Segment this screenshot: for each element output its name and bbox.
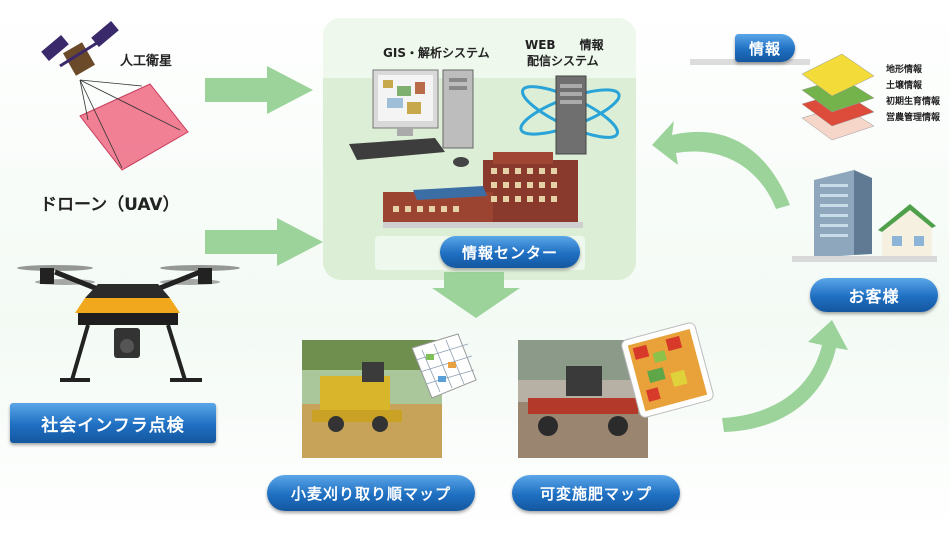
fertilizer-photo xyxy=(518,322,714,458)
arrow-center-down xyxy=(432,272,520,318)
arrow-satellite-to-center xyxy=(205,66,313,114)
web-server-image xyxy=(519,75,621,155)
web-system-label-line2: 配信システム xyxy=(527,54,599,68)
layer-label-2: 初期生育情報 xyxy=(886,97,941,107)
gis-system-label: GIS・解析システム xyxy=(383,46,490,60)
variable-fertilizer-map-badge: 可変施肥マップ xyxy=(512,475,680,511)
web-system-label-line1: WEB 情報 xyxy=(525,38,604,52)
satellite-image xyxy=(41,21,189,171)
info-center-building-image xyxy=(383,152,583,228)
info-badge: 情報 xyxy=(735,34,795,62)
layer-label-3: 営農管理情報 xyxy=(886,113,941,123)
customer-buildings-image xyxy=(792,170,937,262)
arrow-maps-to-customer xyxy=(722,320,848,432)
arrow-customer-to-center xyxy=(652,121,790,209)
arrow-drone-to-center xyxy=(205,218,323,266)
info-layers-image xyxy=(801,53,875,141)
layer-label-1: 土壌情報 xyxy=(886,81,923,91)
drone-image xyxy=(17,265,240,382)
satellite-label: 人工衛星 xyxy=(120,54,173,69)
info-center-panel-highlight xyxy=(323,18,636,78)
harvest-photo xyxy=(302,333,477,458)
info-center-badge: 情報センター xyxy=(440,236,580,268)
info-pill-tail xyxy=(690,59,810,65)
harvest-order-map-badge: 小麦刈り取り順マップ xyxy=(267,475,475,511)
gis-computer-image xyxy=(349,69,474,167)
drone-label: ドローン（UAV） xyxy=(40,195,180,215)
customer-badge: お客様 xyxy=(810,278,938,312)
infra-inspection-badge: 社会インフラ点検 xyxy=(10,403,216,443)
layer-label-0: 地形情報 xyxy=(886,65,923,75)
